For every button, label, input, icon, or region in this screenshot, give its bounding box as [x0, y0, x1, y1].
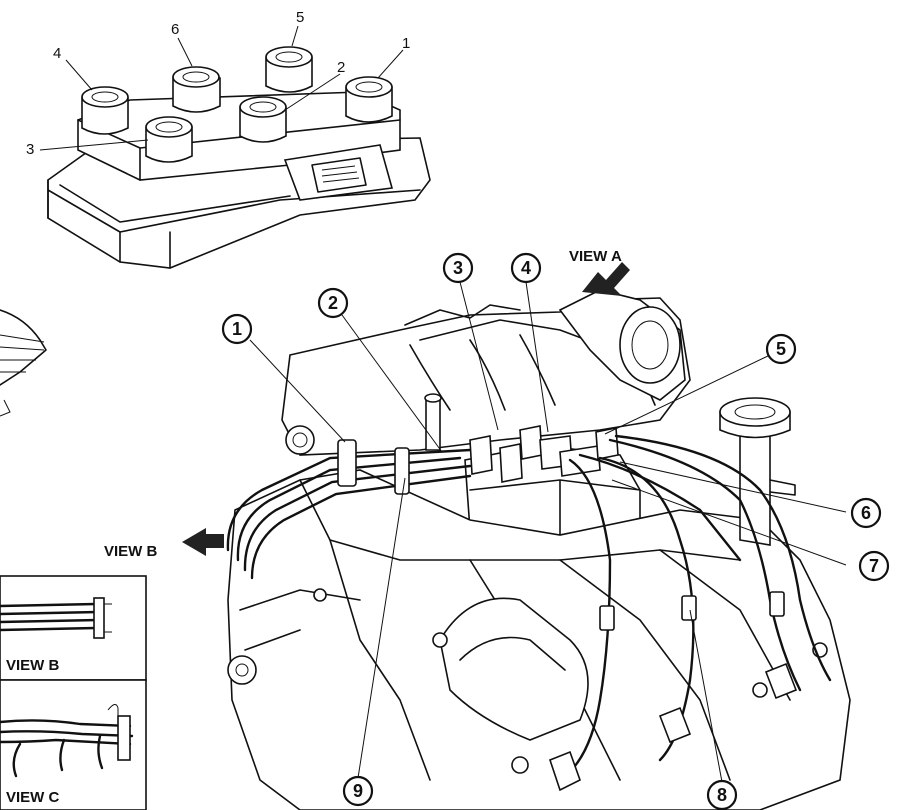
callout-5: 5	[765, 333, 797, 365]
svg-text:8: 8	[717, 785, 727, 805]
callout-1: 1	[221, 313, 253, 345]
coil-tower-1	[345, 76, 393, 123]
coil-tower-2	[239, 96, 287, 143]
coil-tower-5	[265, 46, 313, 93]
coil-callout-5: 5	[296, 9, 304, 26]
svg-text:6: 6	[861, 503, 871, 523]
spark-plug-wires	[226, 425, 832, 792]
coil-callout-4: 4	[53, 45, 61, 62]
svg-text:3: 3	[453, 258, 463, 278]
partial-engine-fragment	[0, 309, 47, 417]
svg-text:9: 9	[353, 781, 363, 801]
coil-callout-2: 2	[337, 59, 345, 76]
view-b-inset-label: VIEW B	[6, 657, 60, 674]
callout-9: 9	[342, 775, 374, 807]
callout-7: 7	[858, 550, 890, 582]
svg-text:2: 2	[328, 293, 338, 313]
view-a-label: VIEW A	[569, 248, 622, 265]
callout-4: 4	[510, 252, 542, 284]
svg-text:1: 1	[232, 319, 242, 339]
view-b-arrow	[182, 528, 224, 556]
view-b-pointer-label: VIEW B	[104, 543, 158, 560]
engine-assembly	[227, 289, 851, 810]
callout-3: 3	[442, 252, 474, 284]
view-a-arrow	[582, 262, 630, 296]
callout-6: 6	[850, 497, 882, 529]
inset-view-c: VIEW C	[0, 679, 147, 810]
coil-callout-6: 6	[171, 21, 179, 38]
view-c-inset-label: VIEW C	[6, 789, 60, 806]
callout-8: 8	[706, 779, 738, 810]
coil-pack: 1 2 3 4 5 6	[26, 9, 431, 269]
coil-callout-3: 3	[26, 141, 34, 158]
coil-callout-1: 1	[402, 35, 410, 52]
coil-tower-6	[172, 66, 221, 113]
coil-tower-4	[81, 86, 129, 135]
callout-2: 2	[317, 287, 349, 319]
svg-text:5: 5	[776, 339, 786, 359]
coil-tower-3	[145, 116, 193, 163]
svg-text:4: 4	[521, 258, 531, 278]
svg-text:7: 7	[869, 556, 879, 576]
inset-view-b: VIEW B	[0, 575, 147, 681]
